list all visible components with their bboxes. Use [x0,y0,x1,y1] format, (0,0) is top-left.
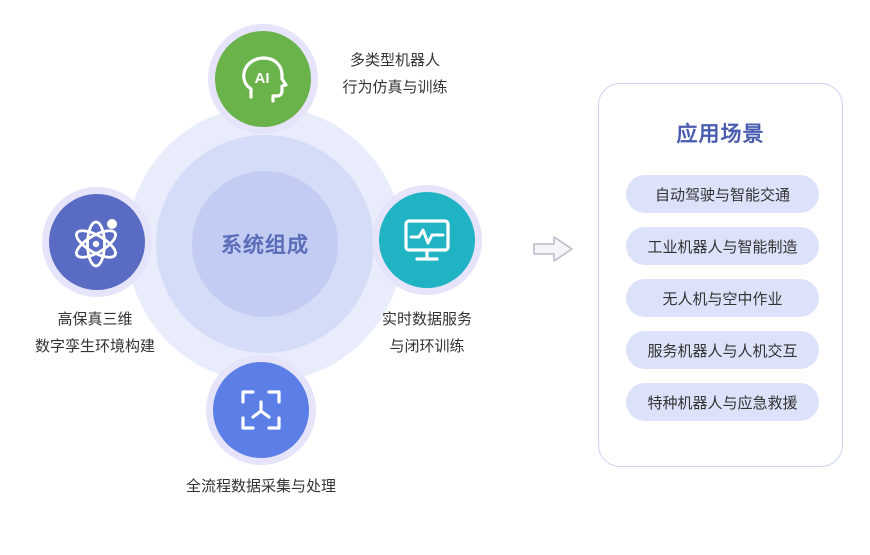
monitor-pulse-icon [399,212,455,268]
caption-line: 数字孪生环境构建 [34,337,155,355]
node-bottom [206,355,316,465]
list-item: 服务机器人与人机交互 [626,331,819,369]
caption-line: 行为仿真与训练 [342,78,448,96]
caption-line: 实时数据服务 [381,310,472,328]
center-title: 系统组成 [221,233,309,257]
node-right [372,185,482,295]
list-item: 特种机器人与应急救援 [626,383,819,421]
node-bottom-circle [213,362,309,458]
caption-line: 全流程数据采集与处理 [185,477,336,495]
list-item: 自动驾驶与智能交通 [626,175,819,213]
panel-title: 应用场景 [676,122,765,146]
atom-icon [67,212,127,272]
center-circle: 系统组成 [192,171,338,317]
scan-frame-icon [233,382,289,438]
scene-list: 自动驾驶与智能交通 工业机器人与智能制造 无人机与空中作业 服务机器人与人机交互… [626,175,819,435]
node-top-caption: 多类型机器人 行为仿真与训练 [330,47,460,101]
caption-line: 多类型机器人 [349,51,440,69]
node-top-circle: AI [215,31,311,127]
node-bottom-caption: 全流程数据采集与处理 [161,473,361,500]
svg-text:AI: AI [255,70,270,87]
node-right-caption: 实时数据服务 与闭环训练 [362,306,492,360]
caption-line: 与闭环训练 [389,337,465,355]
node-left-circle [49,194,145,290]
list-item: 工业机器人与智能制造 [626,227,819,265]
node-top: AI [208,24,318,134]
ai-head-icon: AI [235,51,291,107]
node-right-circle [379,192,475,288]
right-arrow-icon [532,234,576,268]
node-left-caption: 高保真三维 数字孪生环境构建 [20,306,170,360]
caption-line: 高保真三维 [57,310,133,328]
list-item: 无人机与空中作业 [626,279,819,317]
application-panel: 应用场景 自动驾驶与智能交通 工业机器人与智能制造 无人机与空中作业 服务机器人… [598,83,843,467]
node-left [42,187,152,297]
